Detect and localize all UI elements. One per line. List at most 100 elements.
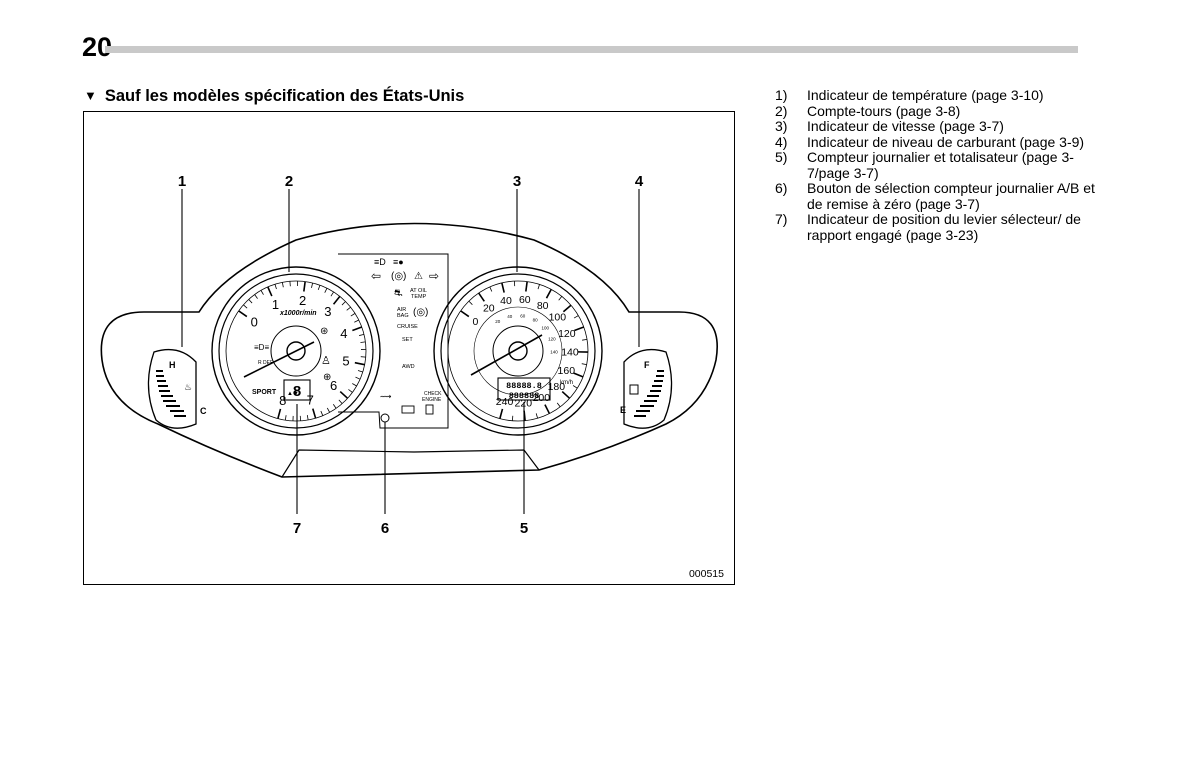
cluster-housing [100, 222, 718, 478]
tach-unit-label: x1000r/min [279, 310, 317, 317]
callout-6: 6 [381, 520, 389, 537]
vdc-off-icon: ⛐ [394, 288, 403, 299]
tachometer-minor-tick [330, 291, 334, 297]
callout-2: 2 [285, 173, 293, 190]
fuel-gauge-bars [634, 370, 664, 417]
speedometer-minor-tick [573, 315, 579, 319]
legend-item: 7)Indicateur de position du levier sélec… [775, 211, 1095, 243]
speedometer-major-tick [573, 372, 584, 378]
tachometer-minor-tick [354, 319, 359, 323]
tachometer-minor-tick [360, 341, 366, 343]
tachometer-minor-tick [324, 288, 328, 293]
speedometer-major-tick [499, 408, 504, 419]
cluster-lower-lip [281, 449, 540, 478]
tachometer-major-tick [312, 408, 317, 419]
tachometer-major-tick [303, 281, 306, 292]
speedometer-minor-tick [582, 338, 588, 341]
tachometer-tick-label: 8 [279, 393, 286, 408]
callout-1: 1 [178, 173, 186, 190]
tachometer-minor-tick [332, 404, 337, 409]
turn-right-icon: ⇨ [429, 269, 439, 283]
legend-item: 4)Indicateur de niveau de carburant (pag… [775, 134, 1095, 151]
turn-left-icon: ⇦ [371, 269, 381, 283]
speedometer-major-tick [545, 289, 552, 299]
speedometer-tick-label: 100 [549, 312, 567, 324]
fuel-empty-label: E [620, 405, 626, 415]
speedometer-inner-tick-label: 80 [533, 317, 539, 322]
air-bag-label-1: AIR [397, 307, 406, 313]
legend-item: 1)Indicateur de température (page 3-10) [775, 87, 1095, 104]
tachometer-minor-tick [311, 282, 314, 288]
speedometer-major-tick [460, 310, 470, 318]
tach-rdef-label: R DEF [258, 360, 273, 366]
tachometer-minor-tick [326, 407, 331, 413]
speed-unit-label: km/h [560, 380, 573, 386]
speedometer-major-tick [562, 304, 572, 313]
legend-text: Compteur journalier et totalisateur (pag… [807, 149, 1074, 181]
tachometer-minor-tick [352, 383, 357, 387]
legend-text: Indicateur de vitesse (page 3-7) [807, 118, 1004, 134]
check-engine-label-1: CHECK [424, 391, 442, 397]
callout-7: 7 [293, 520, 301, 537]
odometer-display-frame [497, 377, 551, 401]
seatbelt-icon: ♙ [321, 355, 331, 367]
gear-up-down-icon: ▲▼ [287, 391, 299, 397]
speedometer-major-tick [478, 292, 485, 302]
legend-number: 1) [775, 87, 788, 103]
speedometer-inner-tick-label: 20 [495, 319, 501, 324]
brake-system-icon: (◎) [413, 307, 428, 318]
tachometer-minor-tick [243, 304, 248, 309]
tachometer-minor-tick [320, 410, 324, 416]
tachometer-major-tick [267, 286, 273, 297]
temp-high-label: H [169, 360, 176, 370]
brake-warning-icon: ⊕ [323, 372, 331, 383]
tachometer-minor-tick [338, 399, 343, 404]
fuel-gauge-pod [623, 348, 673, 429]
tachometer-tick-label: 4 [340, 326, 347, 341]
temp-gauge-pod [147, 348, 197, 429]
awd-label: AWD [402, 364, 415, 370]
vdc-icon: ⚠ [414, 271, 423, 282]
abs-icon: (◎) [391, 271, 406, 282]
tachometer-minor-tick [341, 301, 346, 306]
speedometer-tick-label: 180 [548, 381, 566, 393]
tachometer-major-tick [339, 390, 349, 399]
speedometer-minor-tick [556, 402, 561, 408]
fog-light-icon: ≡D [374, 257, 386, 267]
tachometer-minor-tick [355, 376, 361, 380]
tachometer-tick-label: 1 [272, 297, 279, 312]
tachometer-minor-tick [317, 285, 321, 291]
speedometer-inner-tick-label: 140 [550, 350, 558, 355]
section-title: ▼Sauf les modèles spécification des État… [84, 87, 464, 106]
temp-low-label: C [200, 406, 207, 416]
center-warning-panel: ≡D ≡● ⇦ (◎) ⚠ ⇨ ⛐ AT OIL TEMP AIR BAG (◎… [338, 253, 449, 429]
legend-number: 7) [775, 211, 788, 227]
legend-item: 6)Bouton de sélection compteur journalie… [775, 180, 1095, 212]
legend-list: 1)Indicateur de température (page 3-10) … [775, 87, 1095, 243]
at-oil-temp-label-1: AT OIL [410, 288, 427, 294]
fuel-full-label: F [644, 360, 650, 370]
tachometer-tick-label: 6 [330, 378, 337, 393]
headlight-icon: ≡D≡ [254, 343, 269, 352]
callout-leaders [181, 189, 640, 514]
legend-number: 2) [775, 102, 788, 119]
callout-3: 3 [513, 173, 521, 190]
speedometer-major-tick [501, 282, 505, 293]
tachometer-minor-tick [306, 414, 309, 421]
speedometer-major-tick [574, 326, 585, 332]
set-label: SET [402, 337, 413, 343]
header-rule [105, 46, 1078, 53]
tachometer-major-tick [354, 361, 365, 366]
speedometer-inner-tick-label: 100 [541, 325, 549, 330]
triangle-marker-icon: ▼ [84, 88, 97, 103]
speedometer-tick-label: 240 [496, 396, 514, 408]
coolant-temp-icon: ♨ [184, 382, 192, 392]
speedometer-tick-label: 200 [533, 392, 551, 404]
trip-meter-display: 88888.8 [506, 381, 542, 391]
legend-item: 5)Compteur journalier et totalisateur (p… [775, 149, 1095, 181]
legend-number: 6) [775, 180, 788, 196]
speedometer-needle [470, 334, 543, 376]
